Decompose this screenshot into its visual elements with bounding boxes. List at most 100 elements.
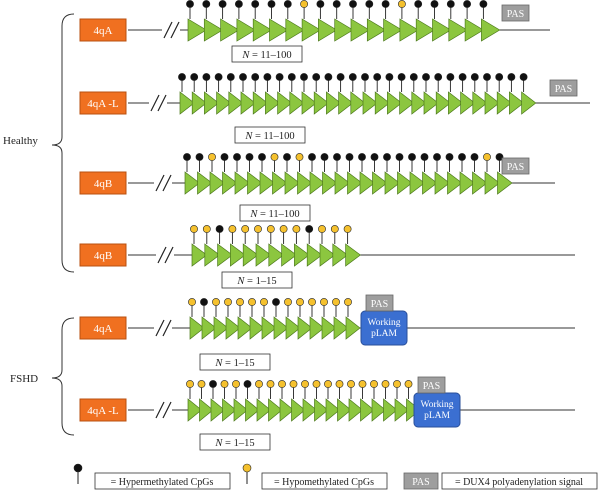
- break-slash: [155, 319, 165, 337]
- hypomethylated-cpg: [393, 380, 401, 388]
- legend-pas-box: [403, 472, 439, 490]
- d4z4-repeat-unit: [472, 91, 488, 115]
- d4z4-repeat-unit: [359, 171, 376, 195]
- hypomethylated-cpg: [397, 0, 406, 8]
- n-label-box: [199, 353, 271, 371]
- d4z4-repeat-unit: [521, 91, 537, 115]
- d4z4-repeat-unit: [261, 316, 277, 340]
- pas-box: [549, 79, 578, 97]
- d4z4-repeat-unit: [423, 91, 439, 115]
- hypomethylated-cpg: [241, 225, 250, 233]
- d4z4-repeat-unit: [222, 171, 238, 195]
- hypermethylated-cpg: [332, 0, 341, 8]
- hypomethylated-cpg: [292, 225, 301, 233]
- d4z4-repeat-unit: [217, 243, 233, 267]
- d4z4-repeat-unit: [191, 243, 208, 267]
- hypomethylated-cpg: [308, 298, 316, 306]
- pas-box: [501, 157, 530, 175]
- hypomethylated-cpg: [208, 153, 216, 161]
- hypermethylated-cpg: [267, 0, 276, 8]
- hypermethylated-cpg: [190, 73, 199, 81]
- d4z4-repeat-unit: [179, 91, 195, 115]
- n-equals: =: [249, 50, 260, 61]
- d4z4-repeat-unit: [187, 398, 203, 422]
- hypomethylated-cpg: [318, 225, 326, 233]
- d4z4-repeat-unit: [184, 171, 201, 195]
- plam-line: pLAM: [371, 329, 397, 339]
- hypomethylated-cpg: [312, 380, 321, 388]
- hypermethylated-cpg: [483, 73, 491, 81]
- d4z4-repeat-unit: [269, 18, 289, 42]
- n-range: 1–15: [256, 276, 277, 287]
- break-slash: [150, 94, 160, 112]
- hypomethylated-cpg: [289, 380, 298, 388]
- allele-label: 4qA: [94, 25, 113, 37]
- hypomethylated-cpg: [330, 225, 339, 233]
- allele-box: [79, 316, 127, 340]
- hypomethylated-cpg: [212, 298, 220, 306]
- d4z4-repeat-unit: [321, 316, 337, 340]
- hypermethylated-cpg: [373, 73, 382, 81]
- d4z4-repeat-unit: [472, 171, 488, 195]
- n-symbol: N: [249, 209, 258, 220]
- n-symbol: N: [244, 131, 253, 142]
- d4z4-repeat-unit: [394, 398, 410, 422]
- hypomethylated-cpg: [232, 380, 240, 388]
- n-equals: =: [257, 209, 268, 220]
- hypermethylated-cpg: [358, 153, 366, 161]
- hypomethylated-cpg: [404, 380, 413, 388]
- d4z4-repeat-unit: [334, 18, 354, 42]
- d4z4-repeat-unit: [383, 18, 403, 42]
- hypomethylated-cpg: [220, 380, 229, 388]
- legend-hyper-icon: [73, 463, 83, 473]
- hypomethylated-cpg: [260, 298, 268, 306]
- d4z4-repeat-unit: [209, 171, 226, 195]
- break-slash: [157, 94, 167, 112]
- hypermethylated-cpg: [243, 380, 252, 388]
- hypermethylated-cpg: [239, 73, 247, 81]
- d4z4-repeat-unit: [447, 171, 463, 195]
- d4z4-repeat-unit: [213, 316, 229, 340]
- d4z4-repeat-unit: [497, 171, 513, 195]
- working-plam-box: [360, 310, 408, 346]
- pas-label: PAS: [423, 381, 440, 392]
- d4z4-repeat-unit: [481, 18, 501, 42]
- d4z4-repeat-unit: [309, 316, 325, 340]
- hypermethylated-cpg: [312, 73, 321, 81]
- hypermethylated-cpg: [381, 0, 390, 8]
- hypomethylated-cpg: [320, 298, 328, 306]
- hypermethylated-cpg: [463, 0, 471, 8]
- hypermethylated-cpg: [470, 153, 479, 161]
- break-slash: [155, 401, 165, 419]
- d4z4-repeat-unit: [277, 91, 293, 115]
- d4z4-repeat-unit: [484, 171, 501, 195]
- allele-label: 4qA -L: [87, 405, 119, 417]
- hypermethylated-cpg: [202, 73, 211, 81]
- hypomethylated-cpg: [279, 225, 288, 233]
- hypermethylated-cpg: [470, 73, 479, 81]
- d4z4-repeat-unit: [432, 18, 452, 42]
- d4z4-repeat-unit: [255, 243, 272, 267]
- d4z4-repeat-unit: [333, 316, 349, 340]
- hypomethylated-cpg: [300, 0, 308, 8]
- d4z4-repeat-unit: [347, 171, 363, 195]
- d4z4-repeat-unit: [332, 243, 349, 267]
- hypermethylated-cpg: [251, 73, 260, 81]
- n-label-box: [231, 45, 303, 63]
- hypermethylated-cpg: [316, 0, 325, 8]
- n-label-box: [234, 126, 306, 144]
- d4z4-repeat-unit: [233, 398, 249, 422]
- n-equals: =: [252, 131, 263, 142]
- hypermethylated-cpg: [383, 153, 391, 161]
- hypermethylated-cpg: [385, 73, 394, 81]
- hypermethylated-cpg: [245, 153, 254, 161]
- d4z4-repeat-unit: [334, 171, 351, 195]
- d4z4-repeat-unit: [268, 398, 283, 422]
- d4z4-repeat-unit: [397, 171, 413, 195]
- n-label-box: [199, 433, 271, 451]
- hypermethylated-cpg: [479, 0, 488, 8]
